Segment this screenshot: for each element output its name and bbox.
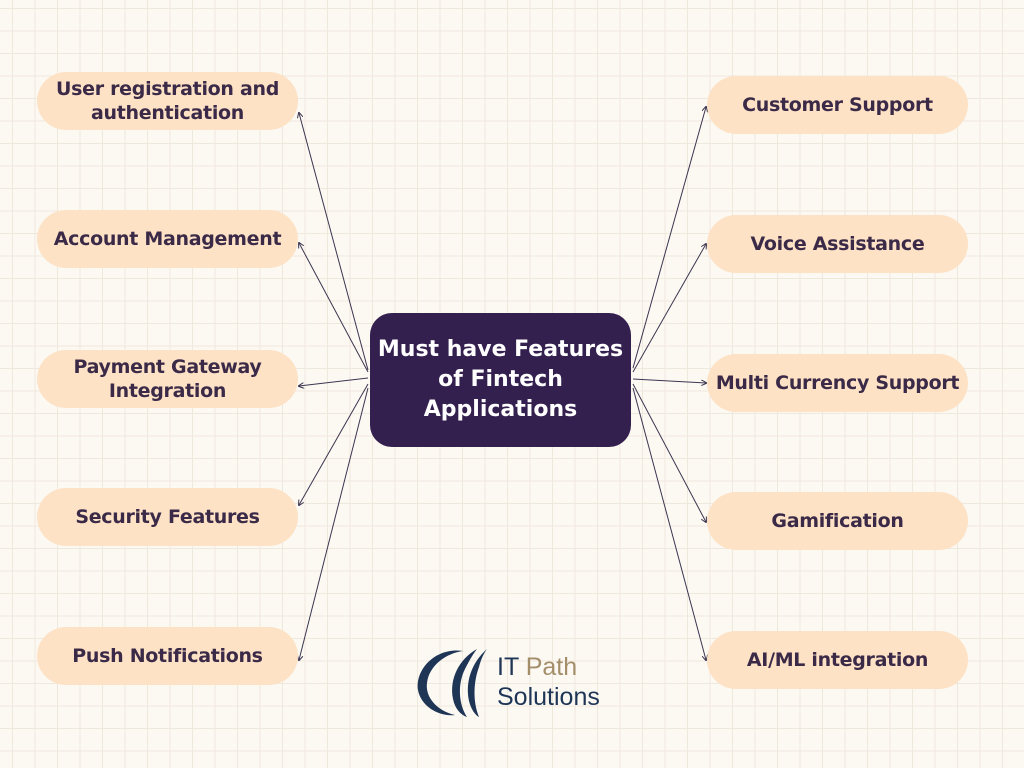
feature-node-user-registration: User registration and authentication — [37, 72, 298, 130]
connector-left-1 — [299, 113, 369, 371]
connector-right-2 — [632, 244, 706, 373]
feature-node-payment-gateway: Payment Gateway Integration — [37, 350, 298, 408]
connector-left-3 — [299, 377, 369, 386]
connector-right-5 — [632, 387, 706, 660]
feature-node-customer-support: Customer Support — [707, 76, 968, 134]
connector-left-2 — [299, 243, 369, 373]
connector-right-1 — [632, 107, 706, 369]
feature-node-ai-ml: AI/ML integration — [707, 631, 968, 689]
feature-node-multi-currency: Multi Currency Support — [707, 354, 968, 412]
feature-node-gamification: Gamification — [707, 492, 968, 550]
feature-node-push-notifications: Push Notifications — [37, 627, 298, 685]
logo-text-solutions: Solutions — [497, 683, 600, 711]
central-topic: Must have Features of Fintech Applicatio… — [370, 313, 631, 447]
connector-right-3 — [632, 378, 706, 383]
connector-left-4 — [299, 383, 369, 505]
logo-text-it: IT — [497, 653, 519, 681]
logo-swoosh-icon — [417, 649, 487, 717]
feature-node-security: Security Features — [37, 488, 298, 546]
connector-right-4 — [632, 383, 706, 522]
feature-node-account-management: Account Management — [37, 210, 298, 268]
feature-node-voice-assistance: Voice Assistance — [707, 215, 968, 273]
company-logo: IT Path Solutions — [497, 652, 600, 712]
connector-left-5 — [299, 387, 369, 660]
logo-text-path: Path — [525, 653, 578, 681]
